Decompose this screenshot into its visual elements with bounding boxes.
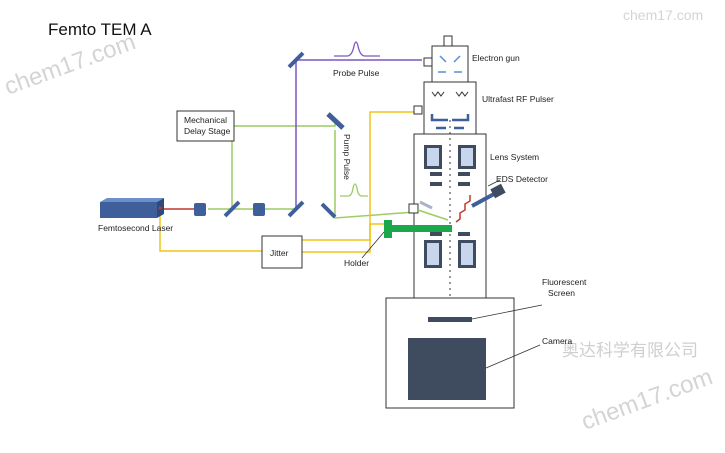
pointer-camera bbox=[485, 344, 541, 369]
probe-pulse-waveform bbox=[334, 41, 380, 57]
lens-1 bbox=[194, 203, 206, 216]
yellow-line-laser-jitter bbox=[159, 214, 262, 252]
pointer-screen bbox=[471, 304, 543, 320]
pointer-holder bbox=[361, 231, 385, 259]
watermark-chem17-left: chem17.com bbox=[1, 28, 139, 100]
fluorescent-screen-label-2: Screen bbox=[548, 288, 575, 298]
green-pump-beam bbox=[334, 130, 416, 219]
specimen-holder bbox=[384, 220, 452, 238]
fluorescent-screen-label-1: Fluorescent bbox=[542, 277, 587, 287]
lens-2 bbox=[253, 203, 265, 216]
mirror-pump-top bbox=[326, 112, 345, 130]
jitter-label: Jitter bbox=[270, 248, 289, 258]
upper-lens-pair bbox=[424, 145, 476, 186]
electron-gun-label: Electron gun bbox=[472, 53, 520, 63]
pointer-eds bbox=[487, 179, 501, 187]
eds-detector bbox=[455, 183, 506, 223]
watermark-aoda: 奥达科学有限公司 bbox=[562, 341, 698, 361]
mirror-pump-bottom bbox=[320, 202, 337, 219]
fluorescent-screen bbox=[428, 317, 472, 322]
camera bbox=[408, 338, 486, 400]
mirror-top-left bbox=[287, 51, 305, 69]
mirror-harmonic bbox=[287, 200, 305, 218]
pump-into-column bbox=[417, 209, 449, 221]
eds-detector-label: EDS Detector bbox=[496, 174, 548, 184]
pump-pulse-label: Pump Pulse bbox=[342, 134, 352, 180]
pump-pulse-waveform bbox=[340, 183, 368, 197]
green-beam-from-delay bbox=[232, 118, 336, 127]
rf-pulser bbox=[413, 81, 477, 135]
watermark-chem17-bottom: chem17.com bbox=[578, 363, 716, 435]
purple-probe-beam bbox=[295, 59, 422, 209]
rf-pulser-label: Ultrafast RF Pulser bbox=[482, 94, 554, 104]
holder-label: Holder bbox=[344, 258, 369, 268]
yellow-line-holder bbox=[302, 223, 390, 253]
femtosecond-laser bbox=[100, 198, 164, 218]
femtosecond-laser-label: Femtosecond Laser bbox=[98, 223, 173, 233]
diagram-title: Femto TEM A bbox=[48, 20, 152, 39]
sample-port bbox=[408, 203, 419, 214]
yellow-line-jitter-up bbox=[302, 111, 420, 241]
watermark-chem17-top: chem17.com bbox=[623, 7, 703, 23]
mechanical-delay-label-1: Mechanical bbox=[184, 115, 227, 125]
lens-system-label: Lens System bbox=[490, 152, 539, 162]
lower-lens-pair bbox=[424, 232, 476, 268]
deflector bbox=[419, 200, 433, 210]
beam-splitter bbox=[223, 200, 241, 218]
jitter-box bbox=[261, 235, 303, 269]
electron-gun bbox=[423, 35, 469, 83]
probe-pulse-label: Probe Pulse bbox=[333, 68, 380, 78]
camera-label: Camera bbox=[542, 336, 573, 346]
mechanical-delay-label-2: Delay Stage bbox=[184, 126, 231, 136]
mechanical-delay-stage bbox=[176, 110, 235, 142]
